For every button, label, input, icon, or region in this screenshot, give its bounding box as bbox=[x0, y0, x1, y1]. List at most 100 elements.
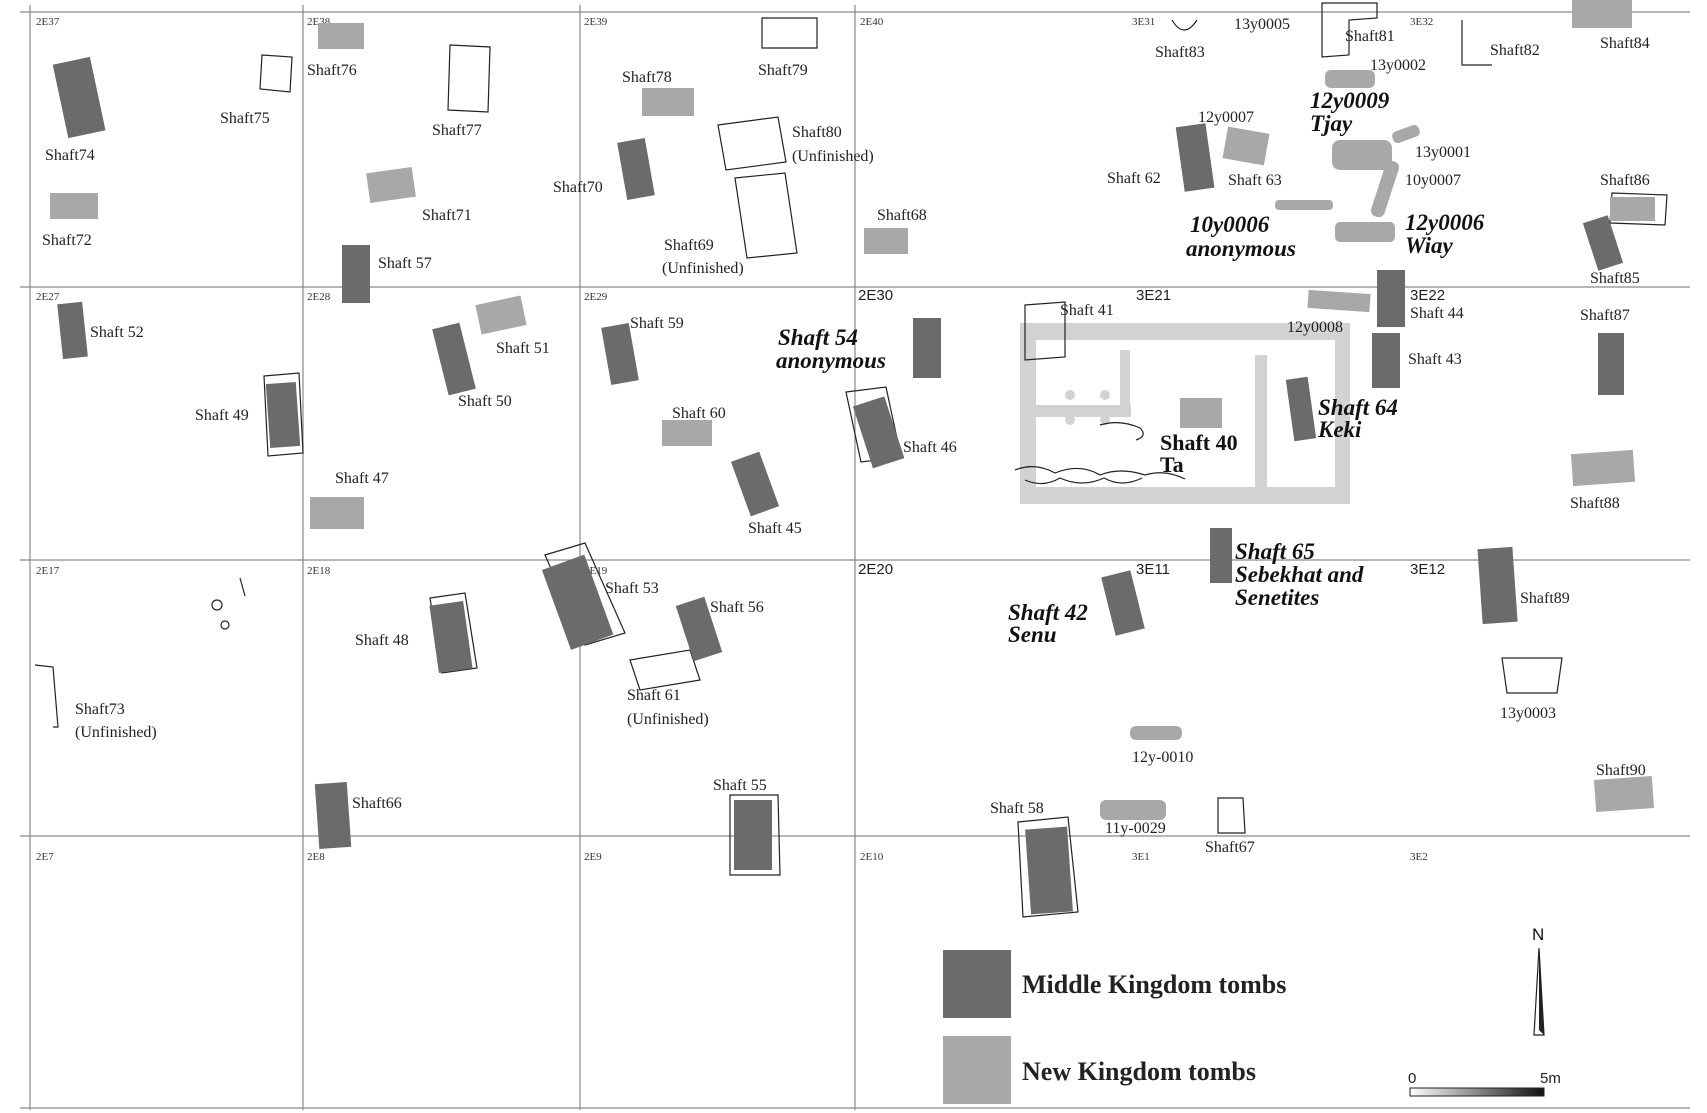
rubble-outline bbox=[1024, 477, 1143, 485]
shaft70-tomb bbox=[617, 138, 655, 200]
label-13y0003: 13y0003 bbox=[1500, 705, 1556, 722]
label-shaft74: Shaft74 bbox=[45, 147, 95, 164]
label-ta: Ta bbox=[1160, 452, 1184, 477]
label-shaft40: Shaft 40 bbox=[1160, 430, 1238, 455]
label-10y0006: 10y0006 bbox=[1190, 212, 1270, 237]
grid-square-label: 3E31 bbox=[1132, 16, 1155, 28]
label-shaft82: Shaft82 bbox=[1490, 42, 1540, 59]
scale-bar-graphic bbox=[1409, 1087, 1545, 1097]
shaft84-tomb bbox=[1572, 0, 1632, 28]
label-shaft45: Shaft 45 bbox=[748, 520, 802, 537]
grid-square-label: 2E28 bbox=[307, 291, 331, 303]
scale-bar-end-label: 5m bbox=[1540, 1070, 1561, 1087]
label-shaft48: Shaft 48 bbox=[355, 632, 409, 649]
shaft87-tomb bbox=[1598, 333, 1624, 395]
11y-0029-tomb bbox=[1100, 800, 1166, 820]
shaft60-tomb bbox=[662, 420, 712, 446]
grid-square-label: 2E8 bbox=[307, 851, 325, 863]
legend-swatch-new-kingdom bbox=[943, 1036, 1011, 1104]
label-shaft49: Shaft 49 bbox=[195, 407, 249, 424]
label-shaft64: Shaft 64 bbox=[1318, 395, 1398, 420]
label-sebekhat-and: Sebekhat and bbox=[1235, 562, 1364, 587]
label-13y0005: 13y0005 bbox=[1234, 16, 1290, 33]
label-keki: Keki bbox=[1317, 417, 1362, 442]
label-shaft73-note: (Unfinished) bbox=[75, 724, 157, 741]
grid-square-label: 2E17 bbox=[36, 565, 60, 577]
tomb-12y0009-area bbox=[1332, 140, 1392, 170]
shaft58-tomb bbox=[1025, 826, 1073, 915]
grid-square-label: 2E20 bbox=[858, 561, 893, 578]
label-shaft87: Shaft87 bbox=[1580, 307, 1630, 324]
shaft73-outline bbox=[34, 664, 59, 728]
label-shaft46: Shaft 46 bbox=[903, 439, 957, 456]
10y0007-tomb bbox=[1370, 160, 1400, 218]
label-shaft54: Shaft 54 bbox=[778, 325, 858, 350]
structure-wall bbox=[1335, 323, 1350, 504]
structure-wall bbox=[1036, 405, 1131, 417]
label-shaft73: Shaft73 bbox=[75, 701, 125, 718]
shaft86-tomb bbox=[1610, 197, 1655, 221]
label-shaft60: Shaft 60 bbox=[672, 405, 726, 422]
grid-square-label: 2E39 bbox=[584, 16, 608, 28]
shaft47-tomb bbox=[310, 497, 364, 529]
shaft56-tomb bbox=[675, 596, 723, 662]
label-shaft81: Shaft81 bbox=[1345, 28, 1395, 45]
shaft58-outline bbox=[1017, 816, 1079, 918]
label-13y0001: 13y0001 bbox=[1415, 144, 1471, 161]
grid-square-label: 2E7 bbox=[36, 851, 54, 863]
label-shaft70: Shaft70 bbox=[553, 179, 603, 196]
10y0006-tomb bbox=[1275, 200, 1333, 210]
grid-square-label: 3E2 bbox=[1410, 851, 1428, 863]
shaft64-tomb bbox=[1285, 376, 1317, 442]
label-shaft61: Shaft 61 bbox=[627, 687, 681, 704]
label-shaft69-note: (Unfinished) bbox=[662, 260, 744, 277]
shaft46-tomb bbox=[852, 396, 905, 469]
legend-label-middle-kingdom: Middle Kingdom tombs bbox=[1022, 970, 1286, 999]
legend: Middle Kingdom tombs New Kingdom tombs bbox=[943, 950, 1286, 1104]
shaft82-outline bbox=[1461, 20, 1492, 66]
label-11y-0029: 11y-0029 bbox=[1105, 820, 1166, 837]
grid-square-label: 2E10 bbox=[860, 851, 884, 863]
shaft65-tomb bbox=[1210, 528, 1232, 583]
legend-swatch-middle-kingdom bbox=[943, 950, 1011, 1018]
shaft77-outline bbox=[447, 44, 491, 113]
north-arrow: N bbox=[1532, 925, 1545, 1036]
label-13y0002: 13y0002 bbox=[1370, 57, 1426, 74]
outline-mark bbox=[220, 620, 230, 630]
grid-square-label: 3E1 bbox=[1132, 851, 1150, 863]
structure-wall bbox=[1020, 487, 1350, 504]
label-shaft89: Shaft89 bbox=[1520, 590, 1570, 607]
shaft74-tomb bbox=[52, 56, 106, 139]
label-12y0009: 12y0009 bbox=[1310, 88, 1390, 113]
label-shaft80: Shaft80 bbox=[792, 124, 842, 141]
label-12y0007: 12y0007 bbox=[1198, 109, 1254, 126]
label-shaft67: Shaft67 bbox=[1205, 839, 1255, 856]
grid-square-label: 2E37 bbox=[36, 16, 60, 28]
grid-square-label: 2E40 bbox=[860, 16, 884, 28]
grid-square-label: 3E12 bbox=[1410, 561, 1445, 578]
12y0008-tomb bbox=[1307, 289, 1371, 313]
12y-0010-tomb bbox=[1130, 726, 1182, 740]
new-kingdom-tombs bbox=[50, 0, 1655, 820]
shaft49-tomb bbox=[265, 382, 301, 448]
label-shaft79: Shaft79 bbox=[758, 62, 808, 79]
label-shaft41: Shaft 41 bbox=[1060, 302, 1114, 319]
shaft81-outline bbox=[1321, 2, 1378, 58]
label-anonymous-shaft54: anonymous bbox=[776, 348, 886, 373]
label-shaft58: Shaft 58 bbox=[990, 800, 1044, 817]
label-wiay: Wiay bbox=[1405, 233, 1453, 258]
label-shaft51: Shaft 51 bbox=[496, 340, 550, 357]
label-shaft47: Shaft 47 bbox=[335, 470, 389, 487]
label-senu: Senu bbox=[1008, 622, 1057, 647]
rubble-outline bbox=[1014, 466, 1186, 480]
label-shaft85: Shaft85 bbox=[1590, 270, 1640, 287]
label-12y-0010: 12y-0010 bbox=[1132, 749, 1193, 766]
label-shaft44: Shaft 44 bbox=[1410, 305, 1464, 322]
label-tjay: Tjay bbox=[1310, 111, 1353, 136]
label-shaft62: Shaft 62 bbox=[1107, 170, 1161, 187]
shaft67-outline bbox=[1217, 797, 1246, 834]
label-shaft84: Shaft84 bbox=[1600, 35, 1650, 52]
label-anonymous-10y0006: anonymous bbox=[1186, 236, 1296, 261]
label-shaft75: Shaft75 bbox=[220, 110, 270, 127]
